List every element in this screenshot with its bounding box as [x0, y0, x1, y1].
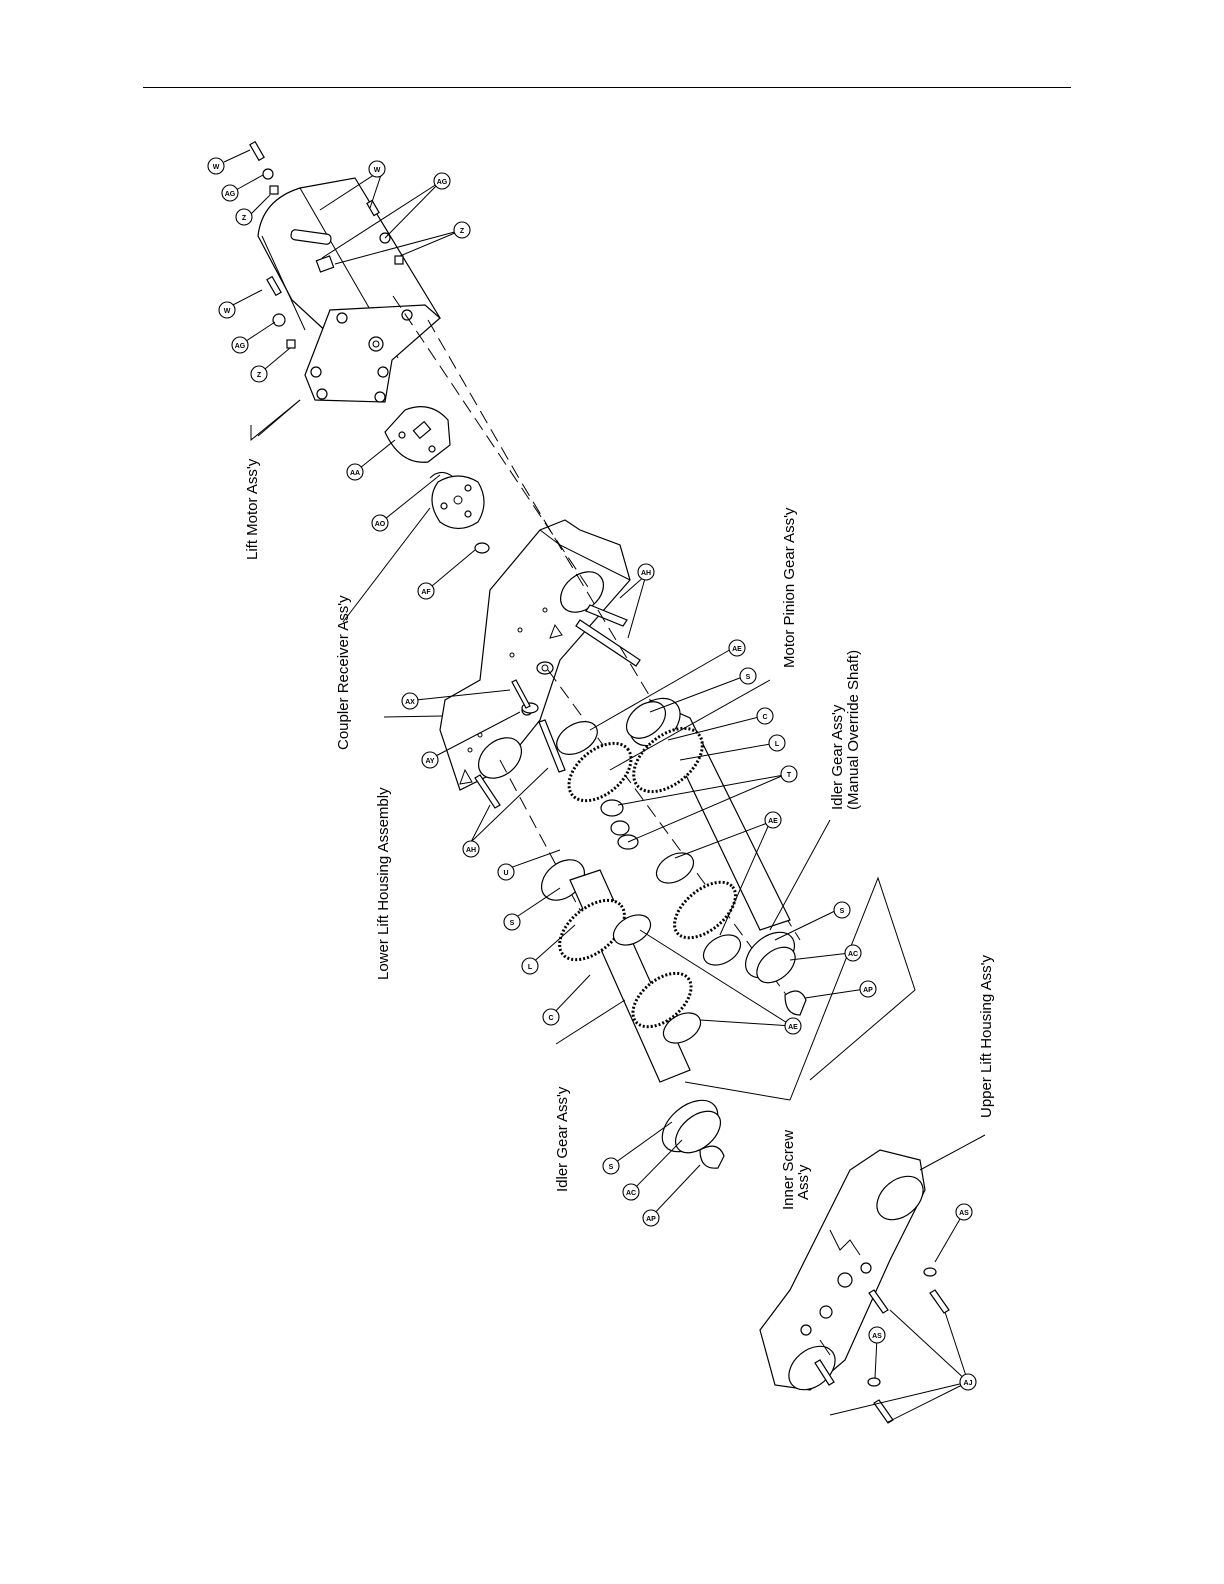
svg-text:AP: AP — [863, 987, 873, 994]
label-lower-lift-housing-assembly: Lower Lift Housing Assembly — [375, 787, 392, 980]
svg-text:W: W — [213, 164, 220, 171]
callout-s-4: S — [603, 1158, 619, 1174]
callout-ah-2: AH — [463, 841, 479, 857]
label-idler-gear-override-line2: (Manual Override Shaft) — [845, 650, 862, 810]
svg-text:AC: AC — [626, 1190, 636, 1197]
callout-w-3: W — [219, 302, 235, 318]
callout-ag-1: AG — [222, 185, 238, 201]
svg-text:AE: AE — [768, 818, 778, 825]
callout-ag-2: AG — [434, 173, 450, 189]
svg-text:L: L — [775, 741, 780, 748]
lift-motor-assembly — [250, 142, 440, 402]
svg-text:AJ: AJ — [964, 1380, 973, 1387]
callout-ac-2: AC — [623, 1184, 639, 1200]
svg-text:AG: AG — [437, 179, 448, 186]
callout-ac-1: AC — [845, 945, 861, 961]
svg-text:AG: AG — [225, 191, 236, 198]
svg-text:Z: Z — [242, 215, 247, 222]
callout-ae-2: AE — [765, 812, 781, 828]
callout-s-1: S — [740, 668, 756, 684]
svg-text:AC: AC — [848, 951, 858, 958]
callout-aj: AJ — [960, 1374, 976, 1390]
svg-text:AP: AP — [646, 1216, 656, 1223]
callout-l-1: L — [769, 735, 785, 751]
callout-ap-1: AP — [860, 981, 876, 997]
svg-text:Z: Z — [257, 372, 262, 379]
callout-af: AF — [418, 583, 434, 599]
svg-text:C: C — [548, 1015, 553, 1022]
callout-s-2: S — [504, 914, 520, 930]
callout-ap-2: AP — [643, 1210, 659, 1226]
callout-w-2: W — [369, 161, 385, 177]
callout-ag-3: AG — [232, 337, 248, 353]
svg-text:C: C — [762, 714, 767, 721]
callout-aa: AA — [347, 464, 363, 480]
svg-text:AX: AX — [405, 699, 415, 706]
svg-text:T: T — [787, 772, 792, 779]
coupler-parts — [385, 407, 489, 553]
svg-text:W: W — [374, 167, 381, 174]
callout-ae-1: AE — [729, 640, 745, 656]
label-motor-pinion-gear-assembly: Motor Pinion Gear Ass'y — [781, 507, 798, 668]
shaft-gear-train — [534, 689, 806, 1169]
callout-t: T — [781, 766, 797, 782]
label-inner-screw-line2: Ass'y — [795, 1164, 812, 1200]
svg-text:AH: AH — [641, 570, 651, 577]
callout-ax: AX — [402, 693, 418, 709]
svg-text:AH: AH — [466, 847, 476, 854]
callout-as-2: AS — [869, 1327, 885, 1343]
svg-text:S: S — [510, 920, 515, 927]
svg-text:U: U — [503, 870, 508, 877]
callout-ae-3: AE — [785, 1018, 801, 1034]
callout-as-1: AS — [956, 1204, 972, 1220]
callout-u: U — [498, 864, 514, 880]
svg-text:AO: AO — [375, 521, 386, 528]
leader-lift-motor — [251, 400, 300, 440]
callout-c-1: C — [757, 708, 773, 724]
label-upper-lift-housing-assembly: Upper Lift Housing Ass'y — [978, 955, 995, 1118]
svg-text:AF: AF — [421, 589, 431, 596]
svg-text:AS: AS — [872, 1333, 882, 1340]
callout-z-2: Z — [454, 222, 470, 238]
svg-text:W: W — [224, 308, 231, 315]
callout-c-2: C — [543, 1009, 559, 1025]
callout-ay: AY — [422, 752, 438, 768]
callout-z-3: Z — [251, 366, 267, 382]
svg-text:AE: AE — [732, 646, 742, 653]
callout-z-1: Z — [236, 209, 252, 225]
label-coupler-receiver-assembly: Coupler Receiver Ass'y — [335, 595, 352, 750]
svg-text:S: S — [609, 1164, 614, 1171]
svg-text:S: S — [840, 908, 845, 915]
callout-ah-1: AH — [638, 564, 654, 580]
svg-text:AE: AE — [788, 1024, 798, 1031]
svg-text:S: S — [746, 674, 751, 681]
callout-s-3: S — [834, 902, 850, 918]
label-lift-motor-assembly: Lift Motor Ass'y — [244, 458, 261, 560]
callout-w-1: W — [208, 158, 224, 174]
svg-text:AA: AA — [350, 470, 360, 477]
label-idler-gear-override-line1: Idler Gear Ass'y — [829, 704, 846, 810]
callout-ao: AO — [372, 515, 388, 531]
svg-text:AS: AS — [959, 1210, 969, 1217]
svg-text:AG: AG — [235, 343, 246, 350]
callout-l-2: L — [522, 958, 538, 974]
svg-text:AY: AY — [425, 758, 434, 765]
label-idler-gear-assembly: Idler Gear Ass'y — [554, 1086, 571, 1192]
svg-text:L: L — [528, 964, 533, 971]
svg-text:Z: Z — [460, 228, 465, 235]
